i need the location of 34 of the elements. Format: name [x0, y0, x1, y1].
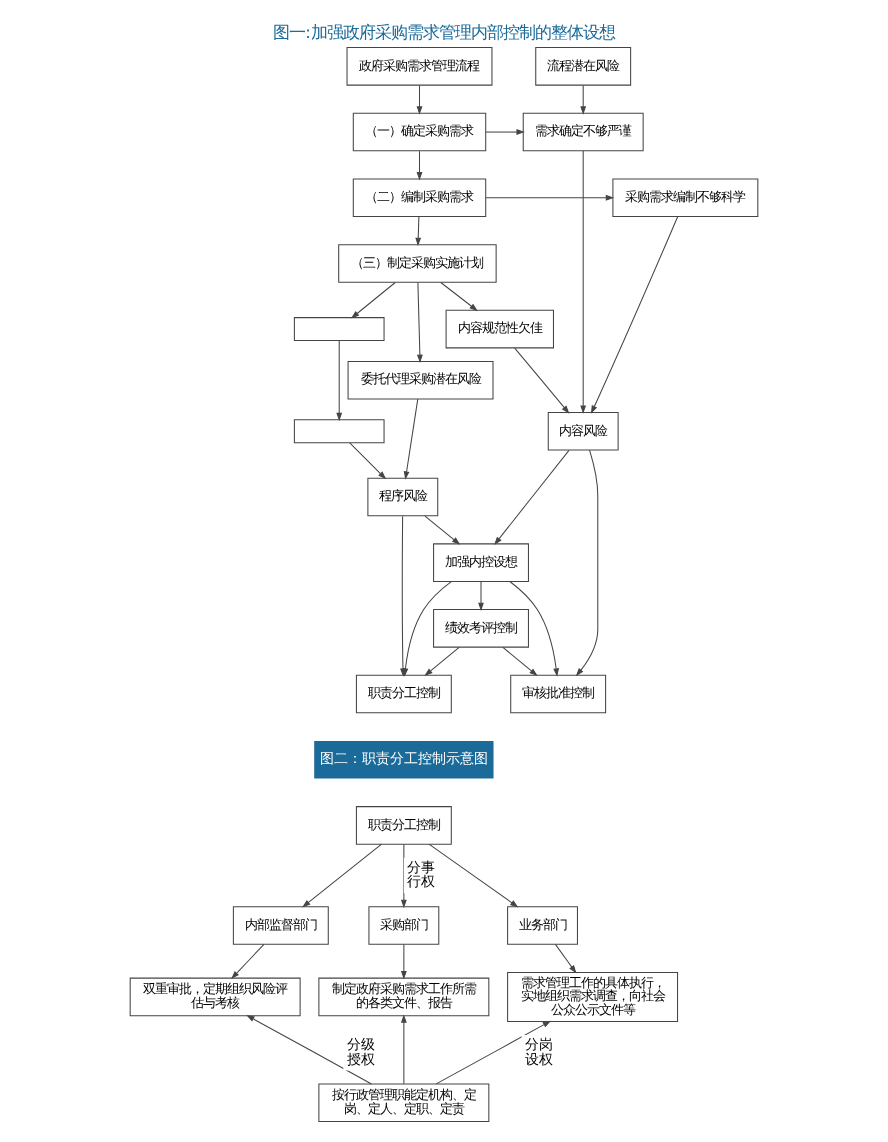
arrow	[428, 843, 519, 908]
arrow	[485, 194, 615, 201]
arrow	[246, 1015, 373, 1085]
node-box	[293, 317, 385, 342]
arrow	[580, 150, 587, 414]
arrow	[400, 843, 407, 909]
arrow	[400, 1014, 407, 1085]
arrow	[350, 282, 396, 319]
arrow	[514, 347, 570, 414]
diagram-title: 图一:加强政府采购需求管理内部控制的整体设想	[273, 22, 615, 43]
arrow	[485, 129, 525, 135]
arrow	[403, 398, 419, 480]
arrow	[415, 216, 422, 247]
arrow	[478, 581, 484, 611]
arrow	[440, 282, 478, 312]
arrow	[424, 646, 460, 677]
arrow	[554, 943, 577, 974]
node-box	[293, 419, 385, 444]
arrow	[575, 449, 599, 677]
arrow	[494, 449, 570, 546]
arrow	[502, 646, 538, 677]
arrow	[349, 442, 387, 480]
arrow	[590, 216, 679, 414]
arrow	[435, 1020, 552, 1085]
arrow	[416, 281, 423, 363]
arrow	[400, 943, 407, 980]
arrow	[302, 843, 383, 908]
arrow	[509, 581, 560, 677]
arrow	[424, 515, 461, 545]
arrow	[416, 84, 423, 115]
arrow	[416, 150, 423, 181]
arrow	[336, 340, 343, 422]
arrow	[231, 943, 265, 979]
arrow	[580, 84, 587, 115]
